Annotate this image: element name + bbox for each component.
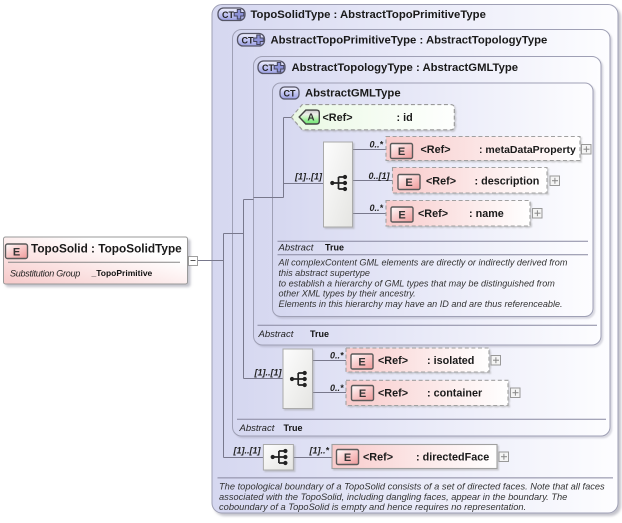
svg-text:Abstract: Abstract	[278, 243, 314, 254]
svg-text:E: E	[398, 146, 405, 158]
svg-text:AbstractTopologyType : Abstrac: AbstractTopologyType : AbstractGMLType	[292, 62, 519, 74]
svg-text:All complexContent GML element: All complexContent GML elements are dire…	[278, 258, 568, 268]
svg-text:associated with the TopoSolid,: associated with the TopoSolid, including…	[219, 492, 567, 502]
svg-text:TopoSolidType : AbstractTopoPr: TopoSolidType : AbstractTopoPrimitiveTyp…	[251, 9, 486, 21]
svg-text:<Ref>: <Ref>	[378, 388, 408, 400]
svg-text:: description: : description	[475, 176, 540, 188]
svg-text:The topological boundary of a: The topological boundary of a TopoSolid …	[219, 482, 605, 492]
svg-text:<Ref>: <Ref>	[378, 355, 408, 367]
svg-text:True: True	[284, 423, 303, 433]
svg-text:E: E	[13, 247, 20, 259]
svg-text:CT: CT	[262, 63, 274, 73]
svg-text:: id: : id	[397, 112, 413, 124]
svg-text:0..*: 0..*	[369, 140, 383, 150]
svg-text:<Ref>: <Ref>	[421, 144, 451, 156]
svg-text:0..*: 0..*	[369, 203, 383, 213]
svg-text:[1]..[1]: [1]..[1]	[233, 446, 262, 456]
svg-text:: metaDataProperty: : metaDataProperty	[479, 144, 576, 156]
svg-text:True: True	[325, 243, 344, 253]
svg-text:CT: CT	[222, 10, 234, 20]
svg-text:0..*: 0..*	[330, 350, 344, 360]
svg-text:E: E	[358, 357, 365, 369]
svg-text:E: E	[344, 452, 351, 464]
svg-text:coboundary of a TopoSolid is e: coboundary of a TopoSolid is empty and h…	[219, 502, 526, 512]
svg-text:<Ref>: <Ref>	[426, 176, 456, 188]
svg-text:: isolated: : isolated	[427, 355, 474, 367]
svg-text:<Ref>: <Ref>	[363, 452, 393, 464]
svg-text:A: A	[307, 113, 314, 124]
svg-text:: container: : container	[427, 388, 483, 400]
svg-text:this abstract supertype: this abstract supertype	[279, 268, 371, 278]
svg-text:0..[1]: 0..[1]	[368, 171, 390, 181]
svg-text:other XML types by their ances: other XML types by their ancestry.	[279, 289, 416, 299]
svg-text:[1]..[1]: [1]..[1]	[294, 172, 323, 182]
svg-text:Abstract: Abstract	[239, 423, 275, 434]
svg-text:Elements in this hierarchy may: Elements in this hierarchy may have an I…	[279, 299, 563, 309]
svg-text:E: E	[405, 177, 412, 189]
svg-text:CT: CT	[284, 89, 296, 99]
svg-text:E: E	[398, 210, 405, 222]
svg-text:to establish a hierarchy of GM: to establish a hierarchy of GML types th…	[279, 278, 556, 288]
svg-text:TopoSolid : TopoSolidType: TopoSolid : TopoSolidType	[31, 241, 182, 255]
svg-text:[1]..[1]: [1]..[1]	[254, 368, 283, 378]
svg-text:Abstract: Abstract	[258, 329, 294, 340]
svg-text:<Ref>: <Ref>	[418, 208, 448, 220]
svg-text:0..*: 0..*	[330, 383, 344, 393]
svg-text:<Ref>: <Ref>	[323, 112, 353, 124]
svg-text:CT: CT	[242, 36, 254, 46]
svg-text:: directedFace: : directedFace	[416, 452, 489, 464]
svg-text:Substitution Group: Substitution Group	[10, 269, 80, 279]
svg-text:AbstractTopoPrimitiveType : Ab: AbstractTopoPrimitiveType : AbstractTopo…	[271, 34, 548, 46]
svg-text:[1]..*: [1]..*	[308, 446, 329, 456]
svg-text:E: E	[359, 388, 366, 400]
svg-text:True: True	[310, 329, 329, 339]
svg-text:: name: : name	[469, 208, 504, 220]
svg-text:AbstractGMLType: AbstractGMLType	[305, 88, 401, 100]
svg-text:_TopoPrimitive: _TopoPrimitive	[91, 268, 153, 278]
